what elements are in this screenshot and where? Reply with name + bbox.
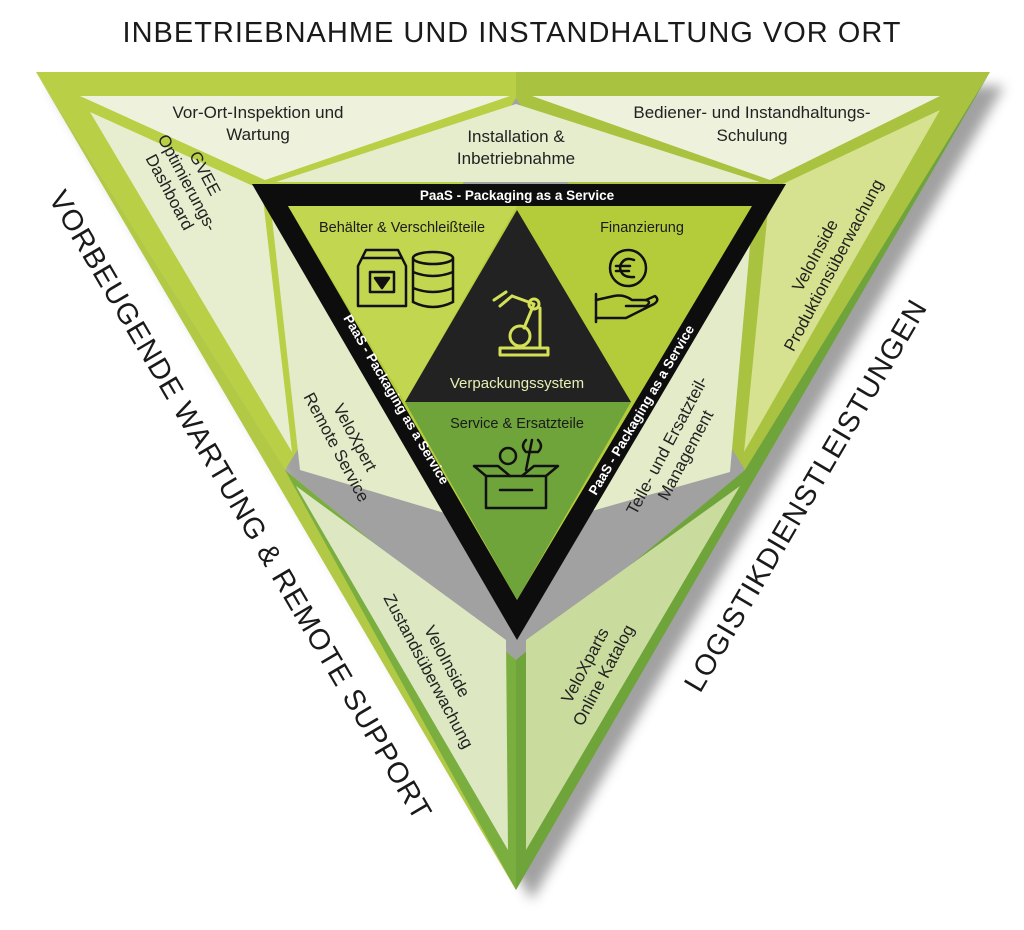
label-vor-ort-line1: Vor-Ort-Inspektion und (172, 103, 343, 122)
label-vor-ort: Vor-Ort-Inspektion und Wartung (172, 103, 343, 144)
panel-zustand (296, 486, 508, 850)
robot-arm-icon (492, 290, 550, 357)
core-bottom-section (405, 402, 631, 600)
panel-installation (276, 104, 760, 182)
band-label-top: PaaS - Packaging as a Service (420, 188, 615, 203)
barrel-icon (411, 250, 455, 309)
core-label-finanzierung: Finanzierung (600, 220, 684, 236)
label-installation-line2: Inbetriebnahme (457, 149, 575, 168)
panel-gvee (90, 112, 292, 452)
label-schulung-line2: Schulung (717, 126, 788, 145)
euro-hand-icon (594, 248, 659, 324)
core-label-service: Service & Ersatzteile (450, 416, 584, 432)
bag-icon (356, 248, 408, 308)
outer-left (36, 72, 516, 890)
side-title-top: INBETRIEBNAHME UND INSTANDHALTUNG VOR OR… (123, 17, 902, 49)
core-label-behaelter: Behälter & Verschleißteile (319, 220, 485, 236)
label-installation-line1: Installation & (467, 127, 565, 146)
toolbox-icon (472, 438, 560, 510)
label-schulung-line1: Bediener- und Instandhaltungs- (633, 103, 870, 122)
panel-prod (744, 110, 940, 452)
label-vor-ort-line2: Wartung (226, 125, 290, 144)
label-schulung: Bediener- und Instandhaltungs- Schulung (633, 103, 870, 145)
label-installation: Installation & Inbetriebnahme (457, 127, 575, 168)
core-label-verpackungssystem: Verpackungssystem (450, 375, 584, 392)
core-center (405, 210, 631, 402)
core-left-section (288, 206, 517, 402)
panel-vor-ort (80, 96, 510, 180)
panel-veloxparts (526, 486, 740, 850)
outer-bottom-left (285, 470, 516, 890)
outer-bottom-right (516, 72, 990, 890)
panel-schulung (532, 96, 940, 180)
